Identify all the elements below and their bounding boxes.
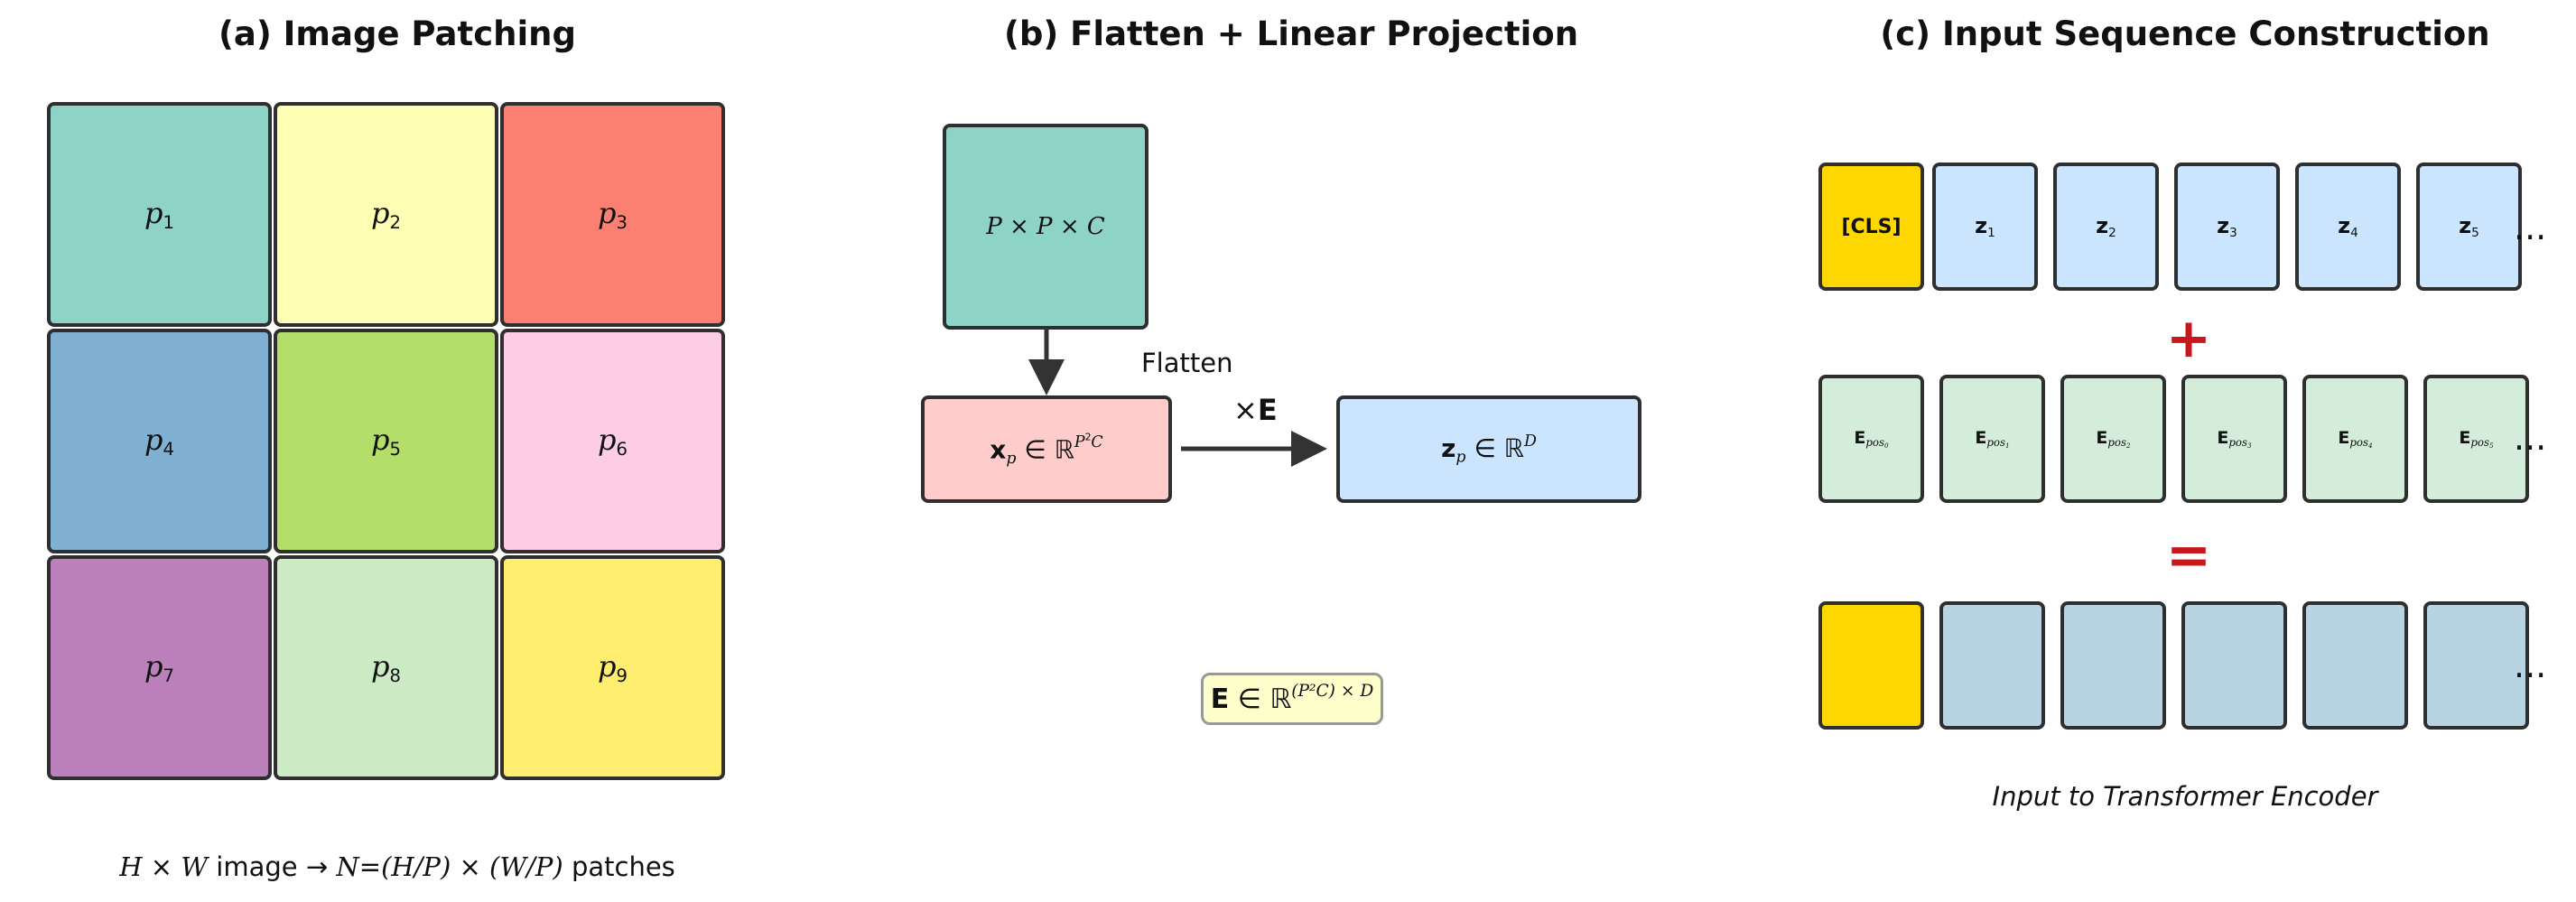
caption-patches: patches [571,851,675,882]
patch-label: p5 [370,423,402,460]
position-embedding-label: Epos5 [2459,427,2494,451]
position-embedding-5: Epos5 [2423,375,2529,503]
token-label: z4 [2338,212,2358,241]
caption-expr1: (H/P) [381,851,451,882]
position-embedding-1: Epos1 [1939,375,2045,503]
position-embedding-label: Epos0 [1854,427,1889,451]
position-embedding-3: Epos3 [2181,375,2287,503]
token-label: z3 [2217,212,2237,241]
xp-vector-label: xp ∈ ℝP2C [990,431,1103,468]
position-embedding-label: Epos3 [2217,427,2252,451]
caption-arrow: → [305,851,329,882]
encoder-input-0 [1818,601,1924,730]
projection-matrix-definition: E ∈ ℝ(P²C) × D [1201,673,1383,725]
token-label: z5 [2459,212,2479,241]
patch-shape-p2: P [1037,213,1053,240]
encoder-input-2 [2060,601,2166,730]
patch-label: p7 [144,649,175,686]
patch-shape-x1: × [1009,213,1029,240]
title-sequence-construction: (c) Input Sequence Construction [1880,14,2490,53]
caption-expr2: (W/P) [489,851,563,882]
encoder-input-4 [2302,601,2408,730]
caption-times2: × [459,851,481,882]
token-label: [CLS] [1841,215,1902,238]
encoder-input-5 [2423,601,2529,730]
projection-label: ×E [1233,393,1278,427]
patch-token-1: z1 [1932,163,2038,291]
position-embedding-label: Epos4 [2338,427,2373,451]
patch-label: p6 [597,423,628,460]
patch-shape-x2: × [1059,213,1080,240]
position-embedding-2: Epos2 [2060,375,2166,503]
patch-label: p2 [370,196,402,233]
position-embedding-label: Epos2 [2096,427,2131,451]
token-label: z2 [2096,212,2116,241]
patch-label: p8 [370,649,402,686]
token-row-ellipsis: ... [2514,208,2547,247]
patch-3: p3 [500,102,725,327]
patch-1: p1 [47,102,272,327]
flatten-label: Flatten [1141,348,1233,378]
zp-embedding-label: zp ∈ ℝD [1441,432,1537,467]
patch-label: p9 [597,649,628,686]
pos-row-ellipsis: ... [2514,418,2547,458]
patch-7: p7 [47,555,272,780]
caption-n: N [336,851,359,882]
encoder-input-caption: Input to Transformer Encoder [1992,781,2378,812]
caption-h: H [119,851,143,882]
caption-w: W [181,851,209,882]
plus-operator: + [2165,307,2212,370]
token-label: z1 [1975,212,1995,241]
output-row-ellipsis: ... [2514,646,2547,685]
patch-token-3: z3 [2174,163,2280,291]
caption-eq: = [358,851,382,882]
position-embedding-0: Epos0 [1818,375,1924,503]
patch-label: p3 [597,196,628,233]
patch-shape-c: C [1086,213,1105,240]
position-embedding-4: Epos4 [2302,375,2408,503]
title-flatten-projection: (b) Flatten + Linear Projection [1003,14,1579,53]
position-embedding-label: Epos1 [1975,427,2010,451]
patch-token-2: z2 [2053,163,2159,291]
patch-label: p4 [144,423,175,460]
patch-4: p4 [47,329,272,553]
patch-9: p9 [500,555,725,780]
title-image-patching: (a) Image Patching [219,14,576,53]
patch-token-5: z5 [2416,163,2522,291]
caption-times: × [150,851,173,882]
patch-token-4: z4 [2295,163,2401,291]
patch-shape-box: P × P × C [943,124,1149,330]
zp-embedding-box: zp ∈ ℝD [1336,395,1641,503]
cls-token: [CLS] [1818,163,1924,291]
encoder-input-1 [1939,601,2045,730]
patch-8: p8 [274,555,498,780]
patch-5: p5 [274,329,498,553]
xp-vector-box: xp ∈ ℝP2C [921,395,1172,503]
caption-image: image [216,851,298,882]
encoder-input-3 [2181,601,2287,730]
patch-6: p6 [500,329,725,553]
patch-2: p2 [274,102,498,327]
patching-caption: H × W image → N=(H/P) × (W/P) patches [54,851,740,882]
equals-operator: = [2165,524,2212,587]
patch-shape-p1: P [986,213,1002,240]
patch-label: p1 [144,196,175,233]
